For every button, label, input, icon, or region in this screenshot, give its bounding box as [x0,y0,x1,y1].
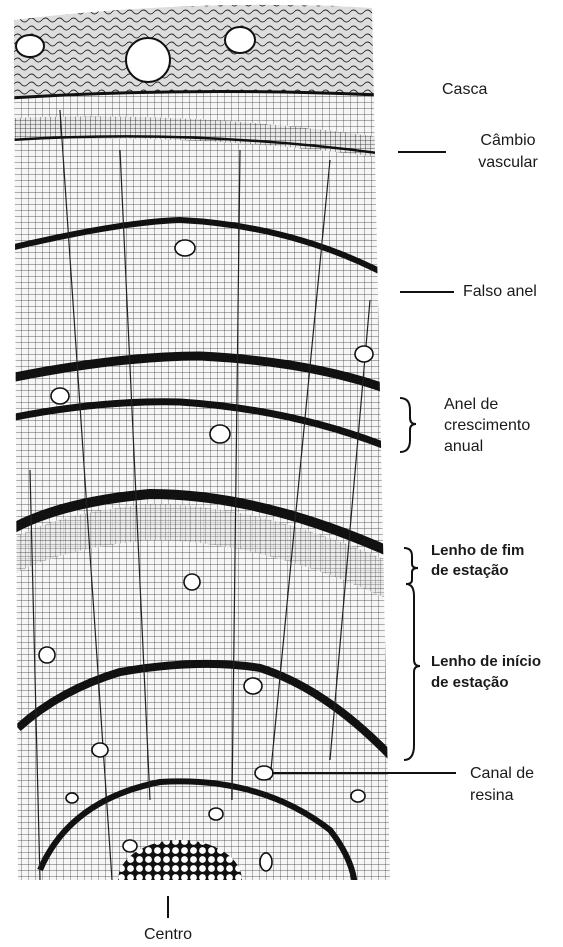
label-falso-anel: Falso anel [463,282,537,302]
label-lenho-inicio-line2: de estação [431,673,509,693]
resin-canal [244,678,262,694]
bark-cavity [126,38,170,82]
label-lenho-fim-line1: Lenho de fim [431,541,524,561]
resin-canal [255,766,273,780]
resin-canal [209,808,223,820]
resin-canal [66,793,78,803]
resin-canal [184,574,200,590]
wood-cross-section-illustration [10,0,400,920]
bark-cavity [16,35,44,57]
resin-canal [39,647,55,663]
label-casca: Casca [442,80,487,100]
resin-canal [210,425,230,443]
label-anel-line1: Anel de [444,395,498,415]
resin-canal [92,743,108,757]
anel-brace [400,398,416,452]
lenho-fim-brace [404,548,418,584]
label-anel-line3: anual [444,437,483,457]
label-canal-line2: resina [470,786,514,806]
bark-cavity [225,27,255,53]
label-cambio-line1: Câmbio [468,131,548,151]
label-anel-line2: crescimento [444,416,530,436]
bark-region [10,0,400,98]
lenho-inicio-brace [404,584,420,760]
resin-canal [355,346,373,362]
label-lenho-inicio-line1: Lenho de início [431,652,541,672]
label-canal-line1: Canal de [470,764,534,784]
resin-canal [123,840,137,852]
resin-canal [51,388,69,404]
resin-canal [351,790,365,802]
resin-canal [260,853,272,871]
label-lenho-fim-line2: de estação [431,561,509,581]
label-cambio-line2: vascular [468,153,548,173]
pith-center [118,840,242,920]
label-centro: Centro [128,925,208,945]
resin-canal [175,240,195,256]
